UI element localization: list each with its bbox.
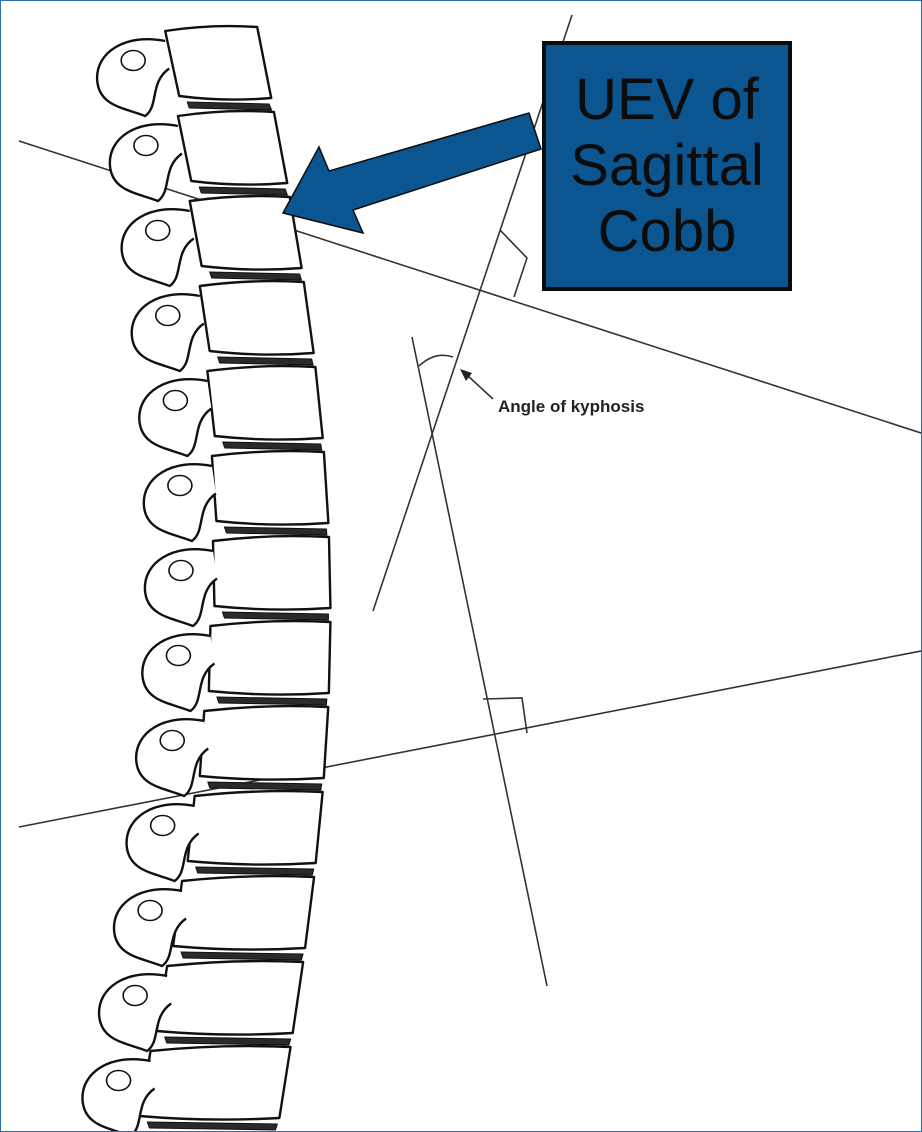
vertebral-body (165, 26, 271, 100)
kyphosis-angle-arc (419, 355, 453, 366)
lower-perpendicular-line (412, 337, 547, 986)
kyphosis-pointer-arrowhead (460, 369, 472, 381)
intervertebral-disc (210, 272, 302, 280)
vertebral-body (178, 111, 287, 185)
vertebral-body (139, 1046, 290, 1120)
kyphosis-angle-label: Angle of kyphosis (498, 397, 644, 417)
intervertebral-disc (208, 782, 322, 790)
callout-arrow (283, 113, 541, 233)
intervertebral-disc (187, 102, 271, 110)
upper-right-angle-mark (500, 230, 527, 297)
intervertebral-disc (222, 612, 328, 620)
vertebral-body (213, 536, 330, 610)
intervertebral-disc (224, 527, 327, 535)
intervertebral-disc (217, 697, 327, 705)
lower-right-angle-mark (483, 698, 527, 733)
intervertebral-disc (223, 442, 322, 450)
intervertebral-disc (196, 867, 314, 875)
uev-callout-box: UEV of Sagittal Cobb (542, 41, 792, 291)
intervertebral-disc (218, 357, 313, 365)
intervertebral-disc (147, 1122, 277, 1130)
vertebral-body (200, 281, 314, 355)
intervertebral-disc (199, 187, 287, 195)
vertebral-body (188, 791, 323, 865)
intervertebral-disc (181, 952, 303, 960)
vertebral-body (207, 366, 322, 440)
vertebral-body (209, 621, 331, 695)
vertebral-body (157, 961, 303, 1035)
kyphosis-pointer-line (467, 375, 493, 399)
vertebral-body (212, 451, 328, 524)
vertebral-body (190, 196, 302, 270)
vertebral-body (173, 876, 314, 950)
intervertebral-disc (165, 1037, 291, 1045)
uev-callout-label: UEV of Sagittal Cobb (570, 67, 763, 265)
vertebral-body (200, 706, 328, 780)
